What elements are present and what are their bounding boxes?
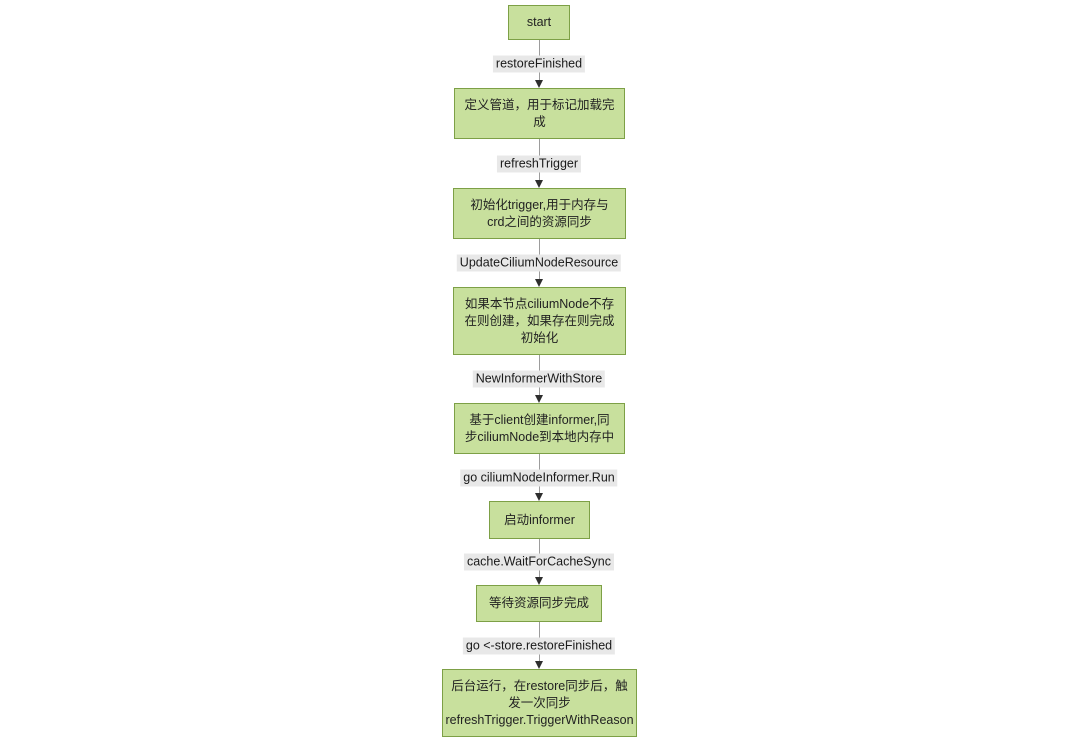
node-label: 等待资源同步完成 bbox=[488, 596, 589, 610]
flow-node-background-run: 后台运行，在restore同步后，触 发一次同步 refreshTrigger.… bbox=[442, 669, 637, 737]
edge-label: NewInformerWithStore bbox=[472, 370, 606, 388]
edge-connector-NewInformerWithStore: NewInformerWithStore bbox=[439, 355, 639, 403]
arrowhead-down-icon bbox=[535, 180, 543, 188]
flow-node-create-informer: 基于client创建informer,同 步ciliumNode到本地内存中 bbox=[454, 403, 625, 454]
arrowhead-down-icon bbox=[535, 577, 543, 585]
arrowhead-down-icon bbox=[535, 493, 543, 501]
node-label: 基于client创建informer,同 步ciliumNode到本地内存中 bbox=[464, 412, 615, 444]
edge-label: restoreFinished bbox=[492, 55, 586, 73]
node-label: 启动informer bbox=[504, 512, 575, 527]
flow-node-define-pipe: 定义管道，用于标记加载完 成 bbox=[454, 88, 625, 139]
edge-connector-cache-WaitForCacheSync: cache.WaitForCacheSync bbox=[439, 539, 639, 585]
node-label: 如果本节点ciliumNode不存 在则创建，如果存在则完成 初始化 bbox=[464, 296, 615, 345]
node-label: start bbox=[526, 15, 552, 29]
flow-node-run-informer: 启动informer bbox=[489, 501, 590, 539]
node-label: 定义管道，用于标记加载完 成 bbox=[464, 97, 615, 129]
edge-connector-UpdateCiliumNodeResource: UpdateCiliumNodeResource bbox=[439, 239, 639, 287]
arrowhead-down-icon bbox=[535, 279, 543, 287]
edge-label: go ciliumNodeInformer.Run bbox=[460, 469, 618, 486]
arrowhead-down-icon bbox=[535, 395, 543, 403]
edge-connector-go-store-restoreFinished: go <-store.restoreFinished bbox=[439, 622, 639, 669]
flow-node-create-cilium-node: 如果本节点ciliumNode不存 在则创建，如果存在则完成 初始化 bbox=[453, 287, 626, 355]
flow-node-init-trigger: 初始化trigger,用于内存与 crd之间的资源同步 bbox=[453, 188, 626, 239]
flow-node-start: start bbox=[508, 5, 570, 40]
flow-node-wait-sync: 等待资源同步完成 bbox=[476, 585, 602, 622]
edge-label: cache.WaitForCacheSync bbox=[463, 553, 615, 571]
node-label: 初始化trigger,用于内存与 crd之间的资源同步 bbox=[470, 197, 609, 229]
edge-connector-go-ciliumNodeInformer-Run: go ciliumNodeInformer.Run bbox=[439, 454, 639, 501]
edge-label: refreshTrigger bbox=[496, 155, 582, 172]
node-label: 后台运行，在restore同步后，触 发一次同步 refreshTrigger.… bbox=[445, 678, 634, 727]
arrowhead-down-icon bbox=[535, 661, 543, 669]
edge-label: UpdateCiliumNodeResource bbox=[456, 254, 622, 272]
edge-connector-refreshTrigger: refreshTrigger bbox=[439, 139, 639, 188]
edge-label: go <-store.restoreFinished bbox=[462, 637, 616, 654]
arrowhead-down-icon bbox=[535, 80, 543, 88]
edge-connector-restoreFinished: restoreFinished bbox=[439, 40, 639, 88]
